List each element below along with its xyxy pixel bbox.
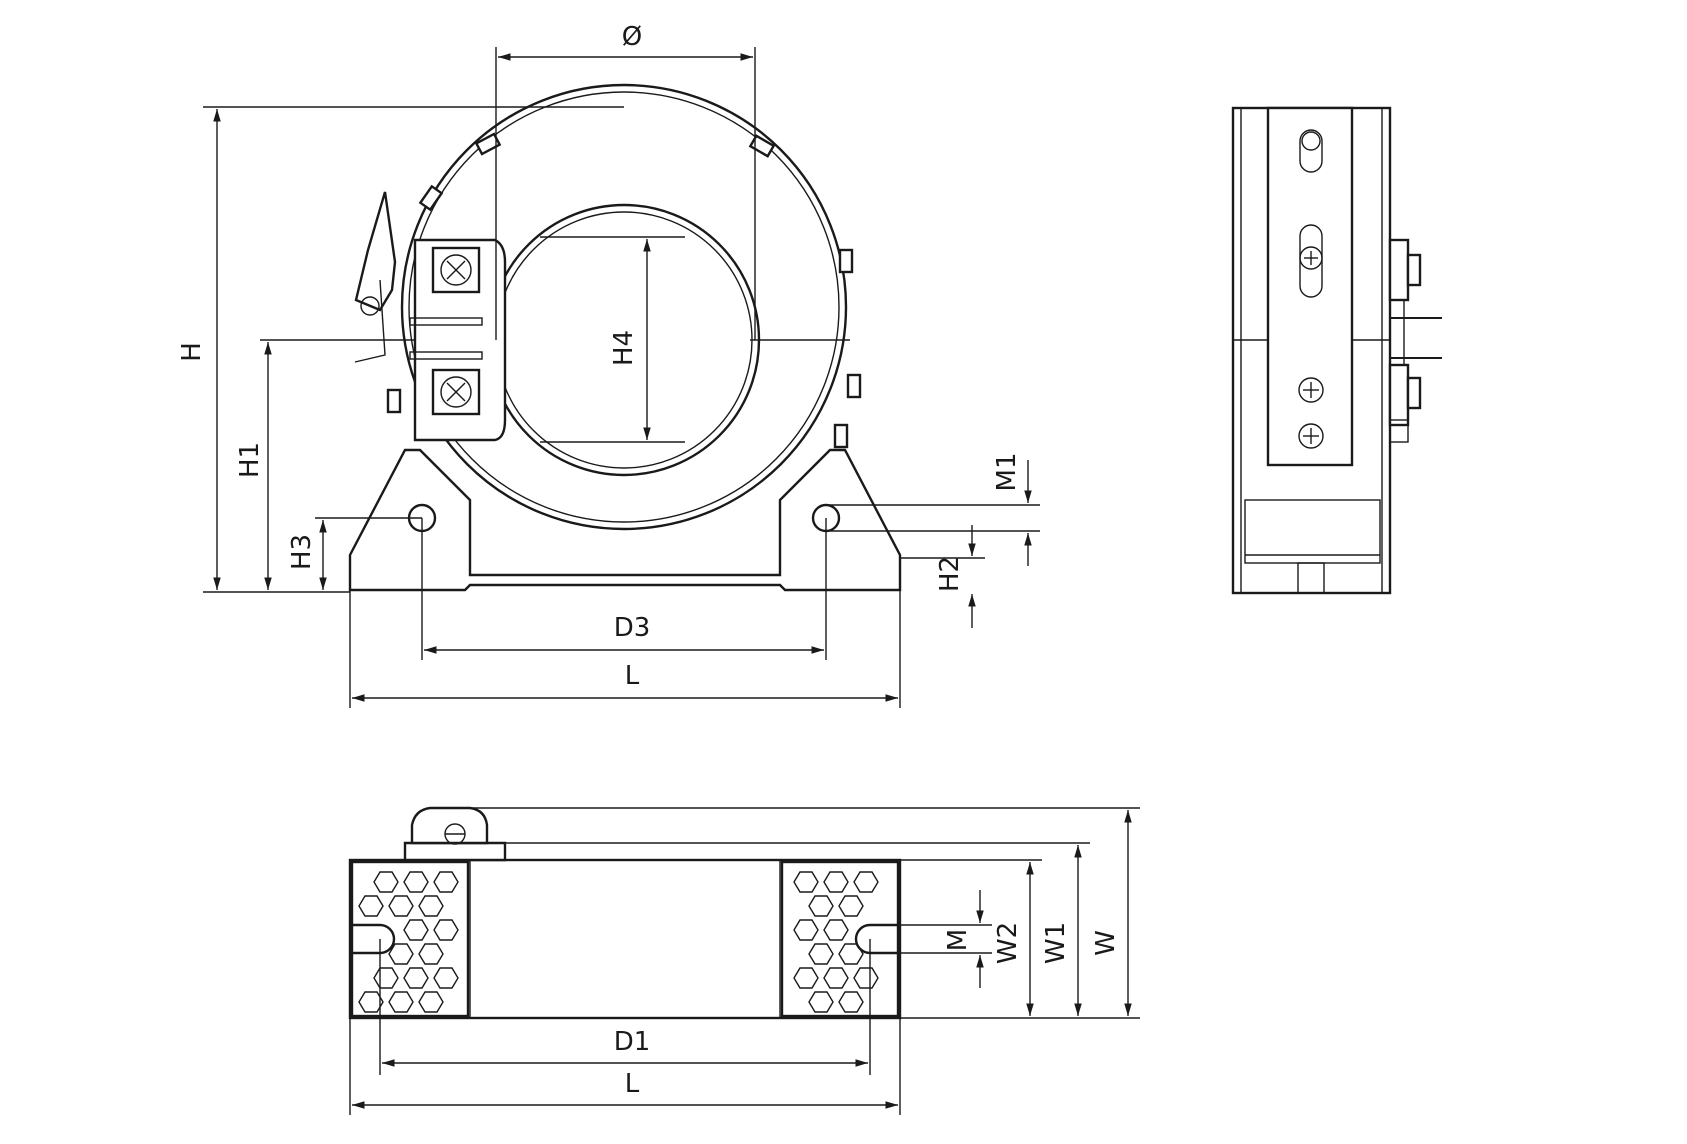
bottom-dimensions: W W1 W2 M D1 L [349,807,1140,1115]
label-D1: D1 [614,1027,651,1057]
front-base [348,448,902,592]
slot-left [350,923,396,955]
label-L-front: L [625,661,640,691]
label-D3: D3 [614,613,651,643]
front-dimensions: Ø H H1 H3 H4 M1 H2 D3 [177,22,1040,708]
label-H: H [177,342,207,362]
label-M1: M1 [992,453,1022,492]
outer-ring-inner-edge [408,91,840,523]
label-W2: W2 [993,922,1023,964]
latch [354,191,397,312]
side-view [1231,106,1442,595]
label-H1: H1 [235,442,265,478]
label-H4: H4 [609,330,639,366]
slot-right [854,923,900,955]
hex-pattern-right [793,871,879,1013]
label-diameter: Ø [622,22,642,52]
front-view [348,83,902,592]
bottom-terminal-cap [403,841,507,862]
label-H2: H2 [935,556,965,592]
label-L-bottom: L [625,1069,640,1099]
bottom-view [348,806,902,1020]
label-W1: W1 [1041,922,1071,964]
label-M: M [943,929,973,951]
side-terminal-strip [1266,106,1354,467]
label-W: W [1091,930,1121,956]
label-H3: H3 [287,534,317,570]
hex-pattern-left [358,871,459,1013]
